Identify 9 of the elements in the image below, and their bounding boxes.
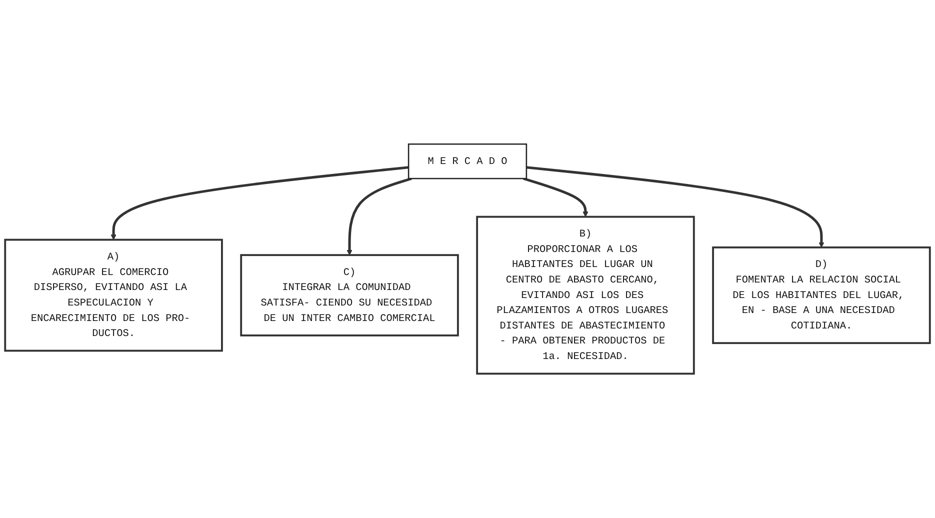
arrow [346, 177, 412, 256]
arrow [526, 166, 824, 248]
node-box [4, 238, 223, 352]
arrow [110, 166, 409, 240]
node-box [476, 216, 695, 375]
node-box [712, 246, 931, 344]
node-box [240, 254, 459, 336]
arrow [523, 177, 588, 218]
node-box [408, 144, 528, 180]
